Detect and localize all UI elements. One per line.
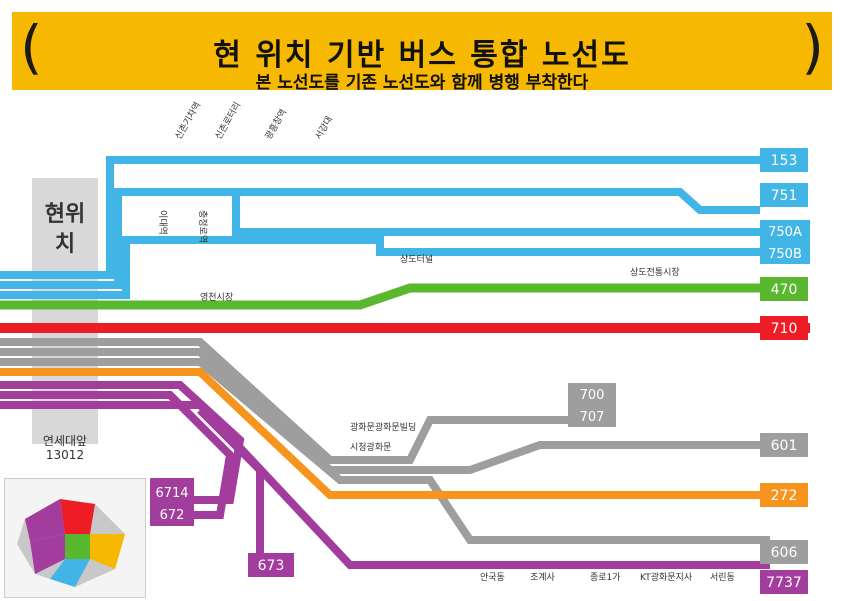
route-line-6714 [0,381,245,504]
stop-label: 조계사 [530,571,556,583]
right-bracket: ) [801,13,824,81]
route-line-750a [232,192,760,236]
stop-label: 안국동 [480,572,505,583]
stop-label: 종로1가 [590,572,621,583]
current-location-label: 현위치 [44,202,86,257]
gray-routes [0,338,770,544]
left-bracket: ( [20,13,43,81]
badge-707: 707 [580,410,605,425]
route-line-153 [0,156,760,279]
badge-750b: 750B [768,247,802,262]
route-line-470 [0,283,800,310]
route-line-700 [0,338,580,464]
route-line-606 [0,358,770,544]
stop-label: 서강대 [313,114,335,141]
route-line-272 [0,368,780,499]
seoul-minimap [4,478,146,598]
stop-id: 13012 [45,448,85,462]
stop-label: 영천시장 [200,292,233,303]
purple-routes [0,381,770,569]
blue-routes [0,156,760,299]
badge-673: 673 [258,558,285,574]
current-location-panel: 현위치 [32,178,98,444]
badge-470: 470 [771,282,798,298]
badge-153: 153 [771,153,798,169]
stop-label: KT광화문지사 [640,571,693,583]
stop-label: 서린동 [710,572,735,583]
route-line-672 [0,391,235,519]
stop-label: 신촌기차역 [172,100,203,142]
route-line-751 [0,188,760,289]
badge-6714: 6714 [155,486,188,501]
stop-label: 상도전통시장 [630,267,680,278]
badge-710: 710 [771,321,798,337]
badge-700: 700 [580,388,605,403]
badge-272: 272 [771,488,798,504]
route-line-7737 [0,401,770,569]
title-banner: ( ) 현 위치 기반 버스 통합 노선도 본 노선도를 기존 노선도와 함께 … [12,12,832,93]
badge-751: 751 [771,188,798,204]
stop-label: 광흥창역 [262,107,289,142]
badge-672: 672 [160,508,185,523]
stop-name: 연세대앞 [42,434,88,448]
badge-750a: 750A [768,225,802,240]
route-line-750b [0,236,760,299]
map-subtitle: 본 노선도를 기존 노선도와 함께 병행 부착한다 [255,73,589,93]
map-title: 현 위치 기반 버스 통합 노선도 [213,38,631,73]
stop-label: 신촌로터리 [213,100,243,141]
stop-label: 광화문광화문빌딩 [350,421,416,433]
badge-601: 601 [771,438,798,454]
stop-label: 상도터널 [400,254,433,265]
badge-7737: 7737 [766,575,802,591]
route-line-673 [197,407,264,555]
stop-label: 시청광화문 [350,441,391,453]
route-badges: 153 751 750A 750B 470 710 700 707 601 27… [150,148,810,594]
route-line-601 [0,348,770,474]
badge-606: 606 [771,545,798,561]
stop-label: 이대역 [157,210,168,235]
stop-label: 충정로역 [197,210,208,243]
